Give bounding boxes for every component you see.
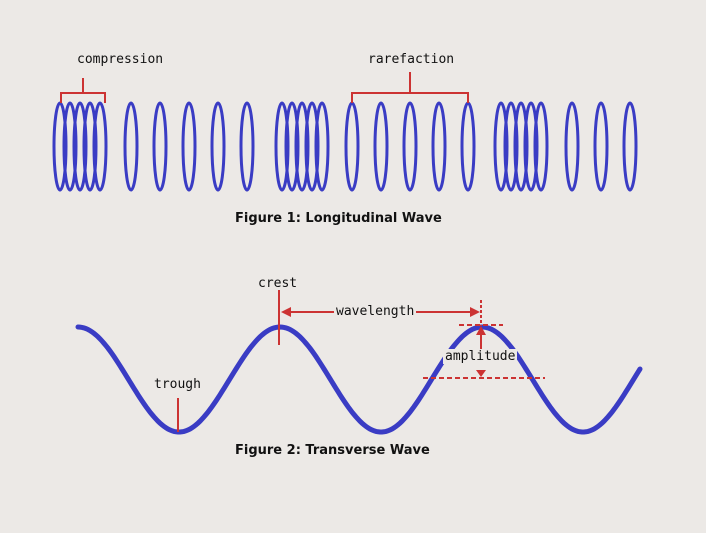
- wavelength-arrow-right: [470, 307, 480, 317]
- coil: [593, 101, 609, 192]
- coil: [239, 101, 255, 192]
- coil: [274, 101, 290, 192]
- compression-bracket: [60, 78, 106, 103]
- coil: [373, 101, 389, 192]
- coil: [503, 101, 519, 192]
- coil: [123, 101, 139, 192]
- coil: [622, 101, 638, 192]
- trough-label: trough: [154, 377, 201, 392]
- coil: [304, 101, 320, 192]
- wavelength-label: wavelength: [334, 304, 417, 319]
- coil: [533, 101, 549, 192]
- figure1-annotations: [60, 72, 469, 103]
- coil: [402, 101, 418, 192]
- coil: [294, 101, 310, 192]
- wavelength-arrow-left: [281, 307, 291, 317]
- coil: [513, 101, 529, 192]
- coil: [181, 101, 197, 192]
- amplitude-label: amplitude: [443, 349, 518, 364]
- coil: [564, 101, 580, 192]
- coil: [431, 101, 447, 192]
- amplitude-arrow-down: [476, 370, 486, 377]
- coil: [62, 101, 78, 192]
- coil: [210, 101, 226, 192]
- rarefaction-bracket: [351, 72, 469, 103]
- coil: [82, 101, 98, 192]
- figure2-caption: Figure 2: Transverse Wave: [235, 443, 430, 458]
- coil: [152, 101, 168, 192]
- coil: [72, 101, 88, 192]
- coil: [460, 101, 476, 192]
- transverse-wave-line: [75, 324, 643, 435]
- coil: [314, 101, 330, 192]
- amplitude-arrow-up: [476, 326, 486, 335]
- coil: [493, 101, 509, 192]
- coil: [523, 101, 539, 192]
- crest-label: crest: [258, 276, 298, 291]
- coil: [344, 101, 360, 192]
- figure1-caption: Figure 1: Longitudinal Wave: [235, 211, 442, 226]
- longitudinal-wave-coils: [52, 101, 638, 192]
- coil: [92, 101, 108, 192]
- compression-label: compression: [77, 52, 164, 67]
- rarefaction-label: rarefaction: [368, 52, 455, 67]
- coil: [284, 101, 300, 192]
